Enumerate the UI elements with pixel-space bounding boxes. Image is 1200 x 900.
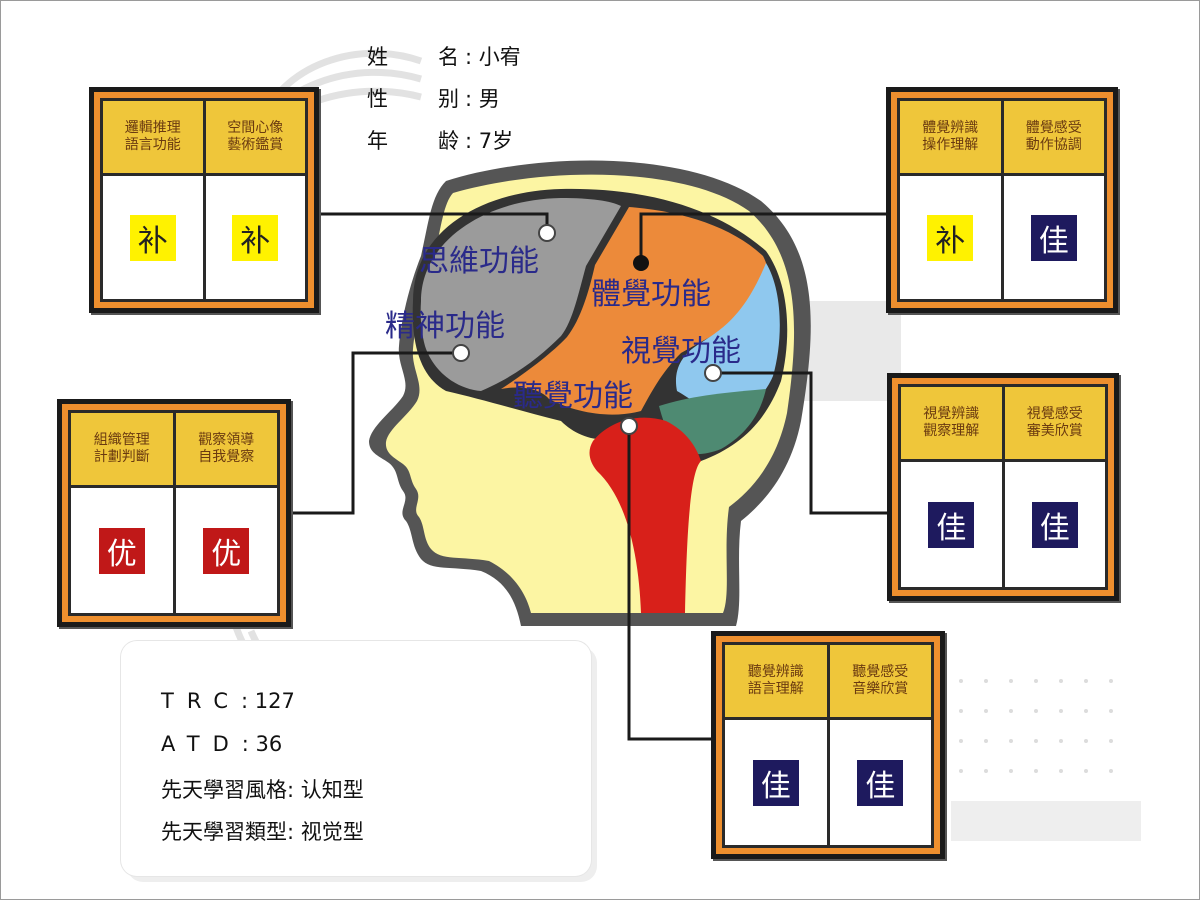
summary-style-label: 先天學習風格: [161,778,295,802]
card-hearing-value-2: 佳 [857,759,904,806]
connector-dots [452,224,722,435]
card-body-sense: 體覺辨識操作理解 體覺感受動作協調 补 佳 [886,87,1118,313]
summary-style: 先天學習風格: 认知型 [161,774,364,804]
summary-panel: TRC: 127 ATD: 36 先天學習風格: 认知型 先天學習類型: 视觉型 [121,641,591,876]
card-visual-head-2: 視覺感受審美欣賞 [1004,387,1105,459]
person-row-gender: 性别 : 男 [367,87,500,111]
card-body-sense-head-2: 體覺感受動作協調 [1003,101,1104,173]
card-visual-head-1: 視覺辨識觀察理解 [901,387,1002,459]
card-body-sense-value-1: 补 [927,214,974,261]
card-thinking-head-1: 邏輯推理語言功能 [103,101,203,173]
summary-type-value: 视觉型 [300,820,364,844]
person-row-name: 姓名 : 小宥 [367,45,521,69]
summary-trc: TRC: 127 [161,689,295,713]
region-visual [675,263,780,416]
person-name-label-2: 名 [438,45,459,69]
label-thinking: 思維功能 [419,244,539,279]
card-visual-value-2: 佳 [1031,501,1078,548]
summary-trc-value: : 127 [241,689,295,713]
card-spirit-value-2: 优 [203,527,250,574]
card-visual-value-1: 佳 [928,501,975,548]
person-row-age: 年龄 : 7岁 [367,129,514,153]
card-thinking-value-1: 补 [129,214,176,261]
card-thinking-head-2: 空間心像藝術鑑賞 [205,101,305,173]
card-spirit-head-1: 組織管理計劃判斷 [71,413,173,485]
label-visual: 視覺功能 [621,334,741,369]
region-thinking [420,198,621,391]
card-hearing-value-1: 佳 [752,759,799,806]
person-name-value: 小宥 [478,45,521,69]
person-age-label-1: 年 [367,129,388,153]
label-hearing: 聽覺功能 [513,379,633,414]
summary-trc-label: TRC [161,689,242,713]
card-visual: 視覺辨識觀察理解 視覺感受審美欣賞 佳 佳 [887,373,1119,601]
card-spirit-head-2: 觀察領導自我覺察 [175,413,277,485]
card-thinking-value-2: 补 [232,214,279,261]
person-gender-label-1: 性 [367,87,388,111]
region-brainstem [589,417,701,613]
summary-type-label: 先天學習類型: [161,820,295,844]
summary-atd-value: : 36 [241,732,283,756]
card-hearing: 聽覺辨識語言理解 聽覺感受音樂欣賞 佳 佳 [711,631,945,859]
connector-lines [291,212,891,741]
card-spirit-value-1: 优 [98,527,145,574]
card-hearing-head-2: 聽覺感受音樂欣賞 [829,645,931,717]
card-hearing-head-1: 聽覺辨識語言理解 [725,645,827,717]
summary-atd-label: ATD [161,732,242,756]
card-body-sense-value-2: 佳 [1030,214,1077,261]
card-spirit: 組織管理計劃判斷 觀察領導自我覺察 优 优 [57,399,291,627]
summary-atd: ATD: 36 [161,732,282,756]
person-name-label-1: 姓 [367,45,388,69]
person-gender-label-2: 别 [438,87,459,111]
person-info: 姓名 : 小宥 性别 : 男 年龄 : 7岁 [367,47,521,173]
summary-type: 先天學習類型: 视觉型 [161,816,364,846]
summary-style-value: 认知型 [300,778,364,802]
person-gender-value: 男 [478,87,500,111]
card-thinking: 邏輯推理語言功能 空間心像藝術鑑賞 补 补 [89,87,319,313]
person-age-value: 7岁 [478,129,514,153]
card-body-sense-head-1: 體覺辨識操作理解 [900,101,1001,173]
region-body-sense [501,207,769,415]
person-age-label-2: 龄 [438,129,459,153]
label-body-sense: 體覺功能 [591,277,711,312]
label-spirit: 精神功能 [385,309,505,344]
